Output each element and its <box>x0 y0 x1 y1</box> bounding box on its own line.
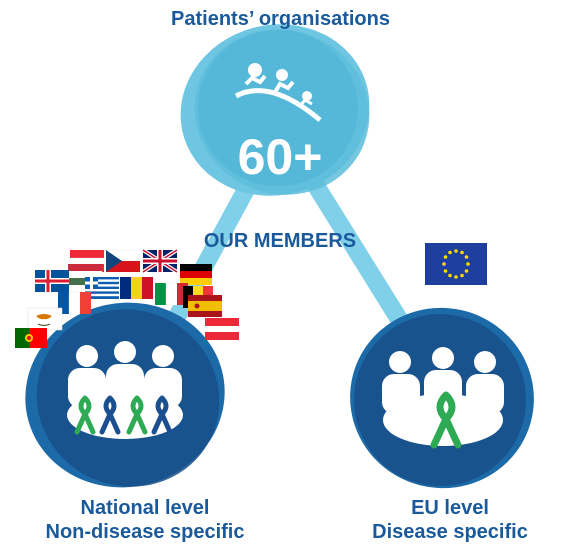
green-ribbon-icon <box>74 395 96 435</box>
members-label: OUR MEMBERS <box>203 230 357 252</box>
green-ribbon-icon <box>126 395 148 435</box>
people-icon <box>234 63 322 122</box>
national-line2: Non-disease specific <box>45 521 245 543</box>
eu-line2: Disease specific <box>372 521 528 543</box>
flag-italy-icon <box>155 282 188 306</box>
eu-line1: EU level <box>411 497 489 519</box>
flag-czech-icon <box>105 249 141 272</box>
national-level-label: National level Non-disease specific <box>0 496 290 544</box>
flag-greece-icon <box>85 277 119 299</box>
flag-portugal-icon <box>15 328 47 348</box>
flag-spain-icon <box>188 295 222 317</box>
eu-level-label: EU level Disease specific <box>340 496 560 544</box>
blue-ribbon-icon <box>99 395 121 435</box>
flag-iceland-icon <box>35 270 69 292</box>
flag-austria-2-icon <box>205 318 239 340</box>
flag-uk-icon <box>141 248 179 274</box>
flag-cyprus-icon <box>27 307 63 331</box>
flag-romania-icon <box>120 277 153 299</box>
hub-bubble <box>180 24 370 196</box>
national-flags <box>15 248 239 348</box>
page-title: Patients’ organisations <box>171 8 390 30</box>
flag-germany-icon <box>180 264 212 285</box>
green-ribbon-icon <box>430 391 462 449</box>
national-line1: National level <box>80 497 210 519</box>
blue-ribbon-icon <box>151 395 173 435</box>
member-count: 60+ <box>237 129 323 185</box>
eu-flag-icon <box>425 243 487 285</box>
flag-france-icon <box>58 291 91 315</box>
